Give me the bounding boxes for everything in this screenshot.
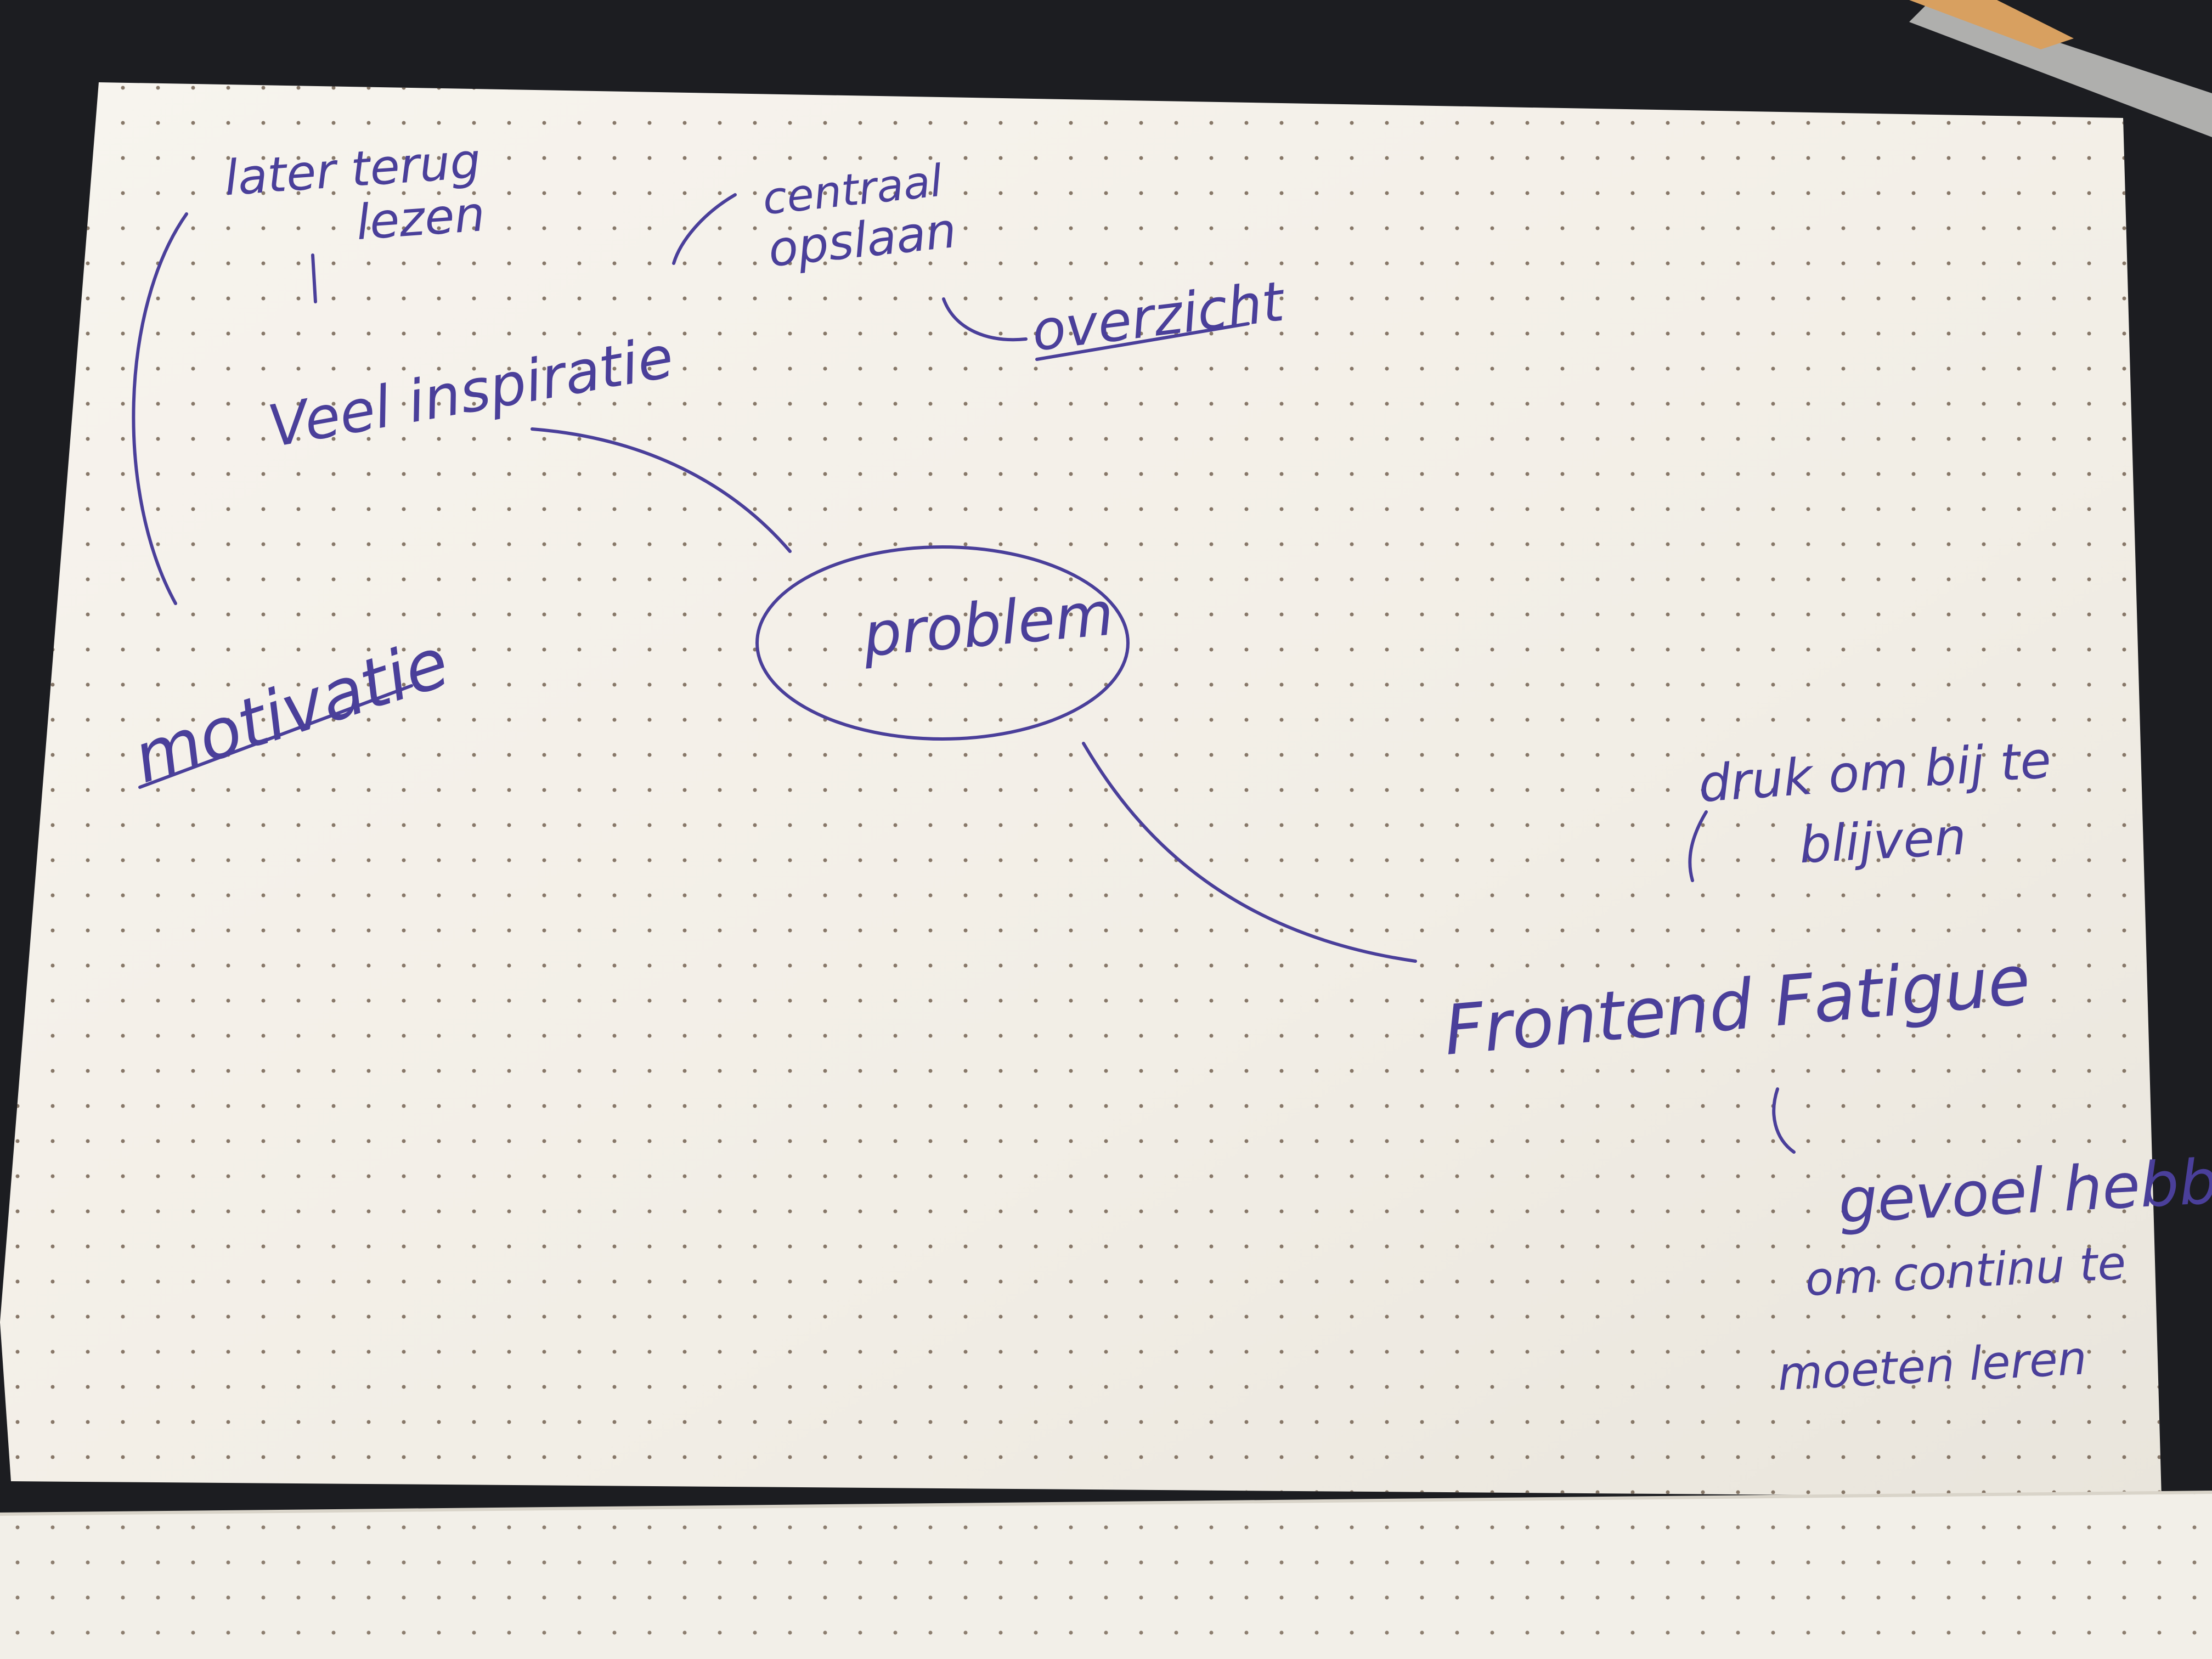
center-node-outline xyxy=(755,545,1130,741)
connector-inspiratie xyxy=(531,427,792,553)
connector-motivatie xyxy=(132,212,188,605)
label-later-line2: lezen xyxy=(354,185,487,251)
mindmap-connectors xyxy=(132,193,1796,1154)
label-druk-line2: blijven xyxy=(1798,807,1968,874)
pen-icon xyxy=(1909,0,2212,137)
connector-frontend xyxy=(1082,742,1417,963)
